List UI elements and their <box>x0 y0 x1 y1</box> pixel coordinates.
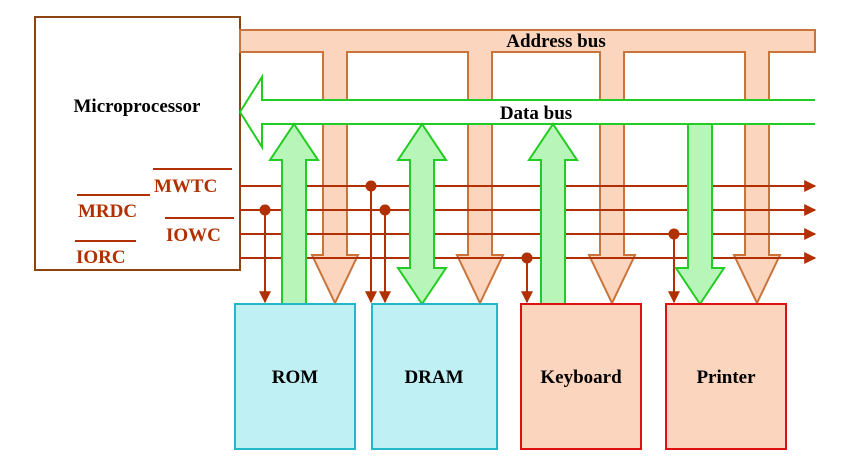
rom-mrdc-tap <box>259 204 271 304</box>
printer-data-arrow <box>674 123 726 306</box>
data-bus-label: Data bus <box>500 103 572 124</box>
address-bus-label: Address bus <box>506 31 605 52</box>
microprocessor-box <box>34 16 241 271</box>
keyboard-label: Keyboard <box>540 367 622 388</box>
keyboard-iorc-tap <box>521 252 533 304</box>
printer-label: Printer <box>696 367 756 388</box>
dram-mwtc-tap <box>365 180 377 304</box>
dram-label: DRAM <box>404 367 463 388</box>
dram-box <box>371 303 498 450</box>
iorc-label: IORC <box>76 247 126 268</box>
rom-box <box>234 303 356 450</box>
mrdc-label: MRDC <box>78 201 137 222</box>
iowc-label: IOWC <box>166 225 221 246</box>
rom-data-arrow <box>268 122 320 305</box>
address-bus <box>239 29 816 306</box>
dram-mrdc-tap <box>379 204 391 304</box>
keyboard-box <box>520 303 642 450</box>
data-bus <box>238 73 815 151</box>
rom-label: ROM <box>272 367 319 388</box>
mwtc-label: MWTC <box>154 176 217 197</box>
keyboard-data-arrow <box>527 122 579 305</box>
microprocessor-label: Microprocessor <box>74 96 202 117</box>
printer-box <box>665 303 787 450</box>
dram-data-arrow <box>396 122 448 306</box>
printer-iowc-tap <box>668 228 680 304</box>
